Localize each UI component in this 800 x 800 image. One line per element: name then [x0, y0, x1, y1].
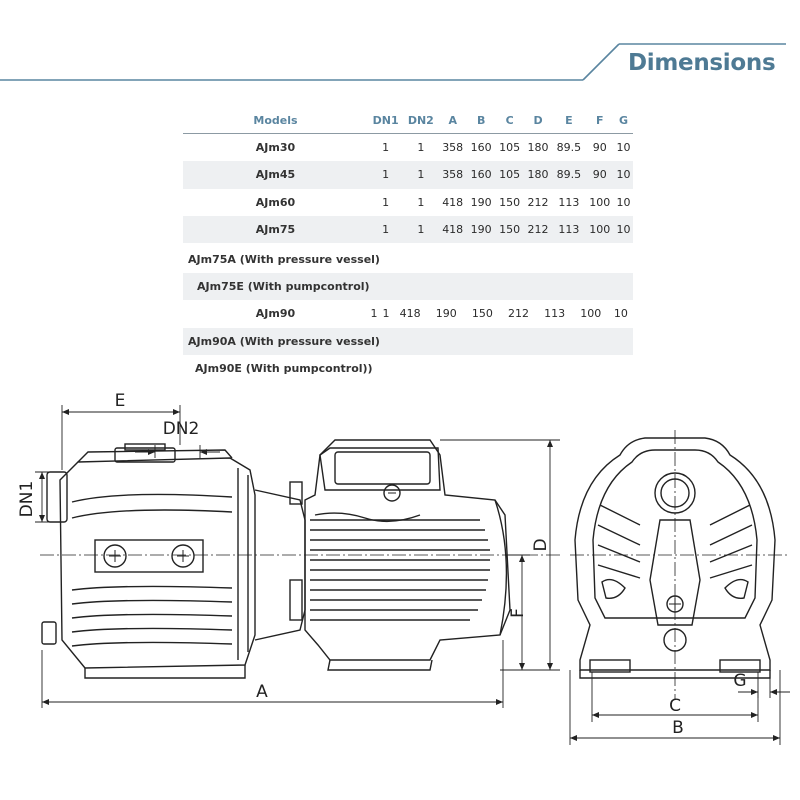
table-cell: 212 [523, 215, 553, 244]
model-cell: AJm75A (With pressure vessel) [188, 253, 380, 266]
table-cell: 113 [544, 307, 566, 321]
table-cell: 1 [403, 161, 439, 189]
table-cell: 1 [382, 195, 390, 209]
table-cell: 90 [592, 141, 607, 155]
column-header: DN1 [368, 108, 404, 134]
column-header: A [438, 108, 467, 134]
table-cell: 150 [495, 215, 524, 244]
model-cell: AJm90 [255, 307, 296, 321]
table-cell: 150 [471, 307, 493, 321]
table-cell: 1 [368, 215, 404, 244]
table-row: AJm90A (With pressure vessel) [183, 328, 633, 355]
table-cell: 212 [527, 195, 549, 209]
dimension-lines [35, 405, 790, 745]
dimensions-table: Models DN1 DN2 A B C D E F G AJm30 1 1 3… [183, 108, 633, 244]
model-cell: AJm30 [255, 141, 296, 155]
table-cell: 358 [442, 141, 464, 155]
table-cell: 150 [499, 195, 521, 209]
table-header-row: Models DN1 DN2 A B C D E F G [183, 108, 633, 134]
pump-dimension-drawing: A E DN2 DN1 D F B C G [17, 391, 790, 745]
model-cell: AJm90A (With pressure vessel) [188, 335, 380, 348]
dim-label-d: D [531, 538, 551, 551]
page-title: Dimensions [628, 50, 776, 76]
pump-front-view [570, 430, 790, 700]
table-cell: 1 [370, 307, 378, 321]
dim-label-g: G [733, 671, 746, 691]
table-row: AJm90 1 1 418 190 150 212 113 100 10 [183, 300, 633, 327]
column-header: B [466, 108, 496, 134]
column-header: F [585, 108, 614, 134]
model-cell: AJm60 [255, 195, 296, 209]
column-header: G [613, 108, 633, 134]
model-cell: AJm90E (With pumpcontrol)) [195, 362, 373, 375]
table-row: AJm90E (With pumpcontrol)) [183, 355, 633, 382]
dim-label-c: C [669, 696, 681, 716]
table-cell: 10 [616, 195, 631, 209]
table-cell: 358 [438, 161, 467, 189]
table-row: AJm75 1 1 418 190 150 212 113 100 10 [183, 215, 633, 244]
dim-label-e: E [115, 391, 126, 411]
table-cell: 105 [495, 161, 524, 189]
table-cell: 160 [470, 141, 492, 155]
table-cell: 212 [508, 307, 529, 321]
table-cell: 90 [585, 161, 614, 189]
table-cell: 418 [399, 307, 421, 321]
table-row: AJm75E (With pumpcontrol) [183, 273, 633, 300]
model-cell: AJm45 [183, 161, 368, 189]
table-cell: 1 [382, 307, 390, 321]
dim-label-dn2: DN2 [163, 419, 200, 439]
table-cell: 10 [613, 215, 633, 244]
header-decoration [0, 43, 786, 81]
dim-label-b: B [672, 718, 684, 738]
page-header: Dimensions [0, 0, 800, 100]
dimensions-table-continued: AJm90 1 1 418 190 150 212 113 100 10 [183, 300, 633, 327]
table-cell: 180 [527, 141, 549, 155]
dim-label-a: A [256, 682, 268, 702]
table-cell: 190 [470, 195, 492, 209]
column-header: DN2 [403, 108, 439, 134]
table-cell: 190 [435, 307, 457, 321]
model-cell: AJm75 [183, 215, 368, 244]
column-header: C [495, 108, 524, 134]
column-header: D [523, 108, 553, 134]
table-cell: 100 [585, 215, 614, 244]
table-cell: 10 [616, 141, 631, 155]
table-cell: 89.5 [552, 161, 586, 189]
table-row: AJm45 1 1 358 160 105 180 89.5 90 10 [183, 161, 633, 189]
table-cell: 100 [580, 307, 602, 321]
table-cell: 418 [438, 215, 467, 244]
table-cell: 10 [613, 307, 628, 321]
pump-side-view [40, 439, 560, 679]
table-cell: 113 [552, 215, 586, 244]
table-cell: 418 [442, 195, 464, 209]
dim-label-f: F [508, 608, 528, 618]
table-cell: 160 [466, 161, 496, 189]
table-cell: 190 [466, 215, 496, 244]
table-cell: 105 [499, 141, 521, 155]
column-header: E [552, 108, 586, 134]
table-cell: 1 [382, 141, 390, 155]
table-cell: 1 [368, 161, 404, 189]
table-row: AJm30 1 1 358 160 105 180 89.5 90 10 [183, 134, 633, 162]
table-cell: 10 [613, 161, 633, 189]
table-cell: 1 [403, 215, 439, 244]
dim-label-dn1: DN1 [17, 481, 37, 518]
table-cell: 113 [558, 195, 580, 209]
table-cell: 100 [589, 195, 611, 209]
column-header: Models [183, 108, 368, 134]
model-cell: AJm75E (With pumpcontrol) [197, 280, 370, 293]
table-row: AJm75A (With pressure vessel) [183, 246, 633, 273]
table-cell: 89.5 [556, 141, 582, 155]
table-cell: 1 [417, 141, 425, 155]
table-row: AJm60 1 1 418 190 150 212 113 100 10 [183, 189, 633, 216]
table-cell: 1 [417, 195, 425, 209]
table-cell: 180 [523, 161, 553, 189]
